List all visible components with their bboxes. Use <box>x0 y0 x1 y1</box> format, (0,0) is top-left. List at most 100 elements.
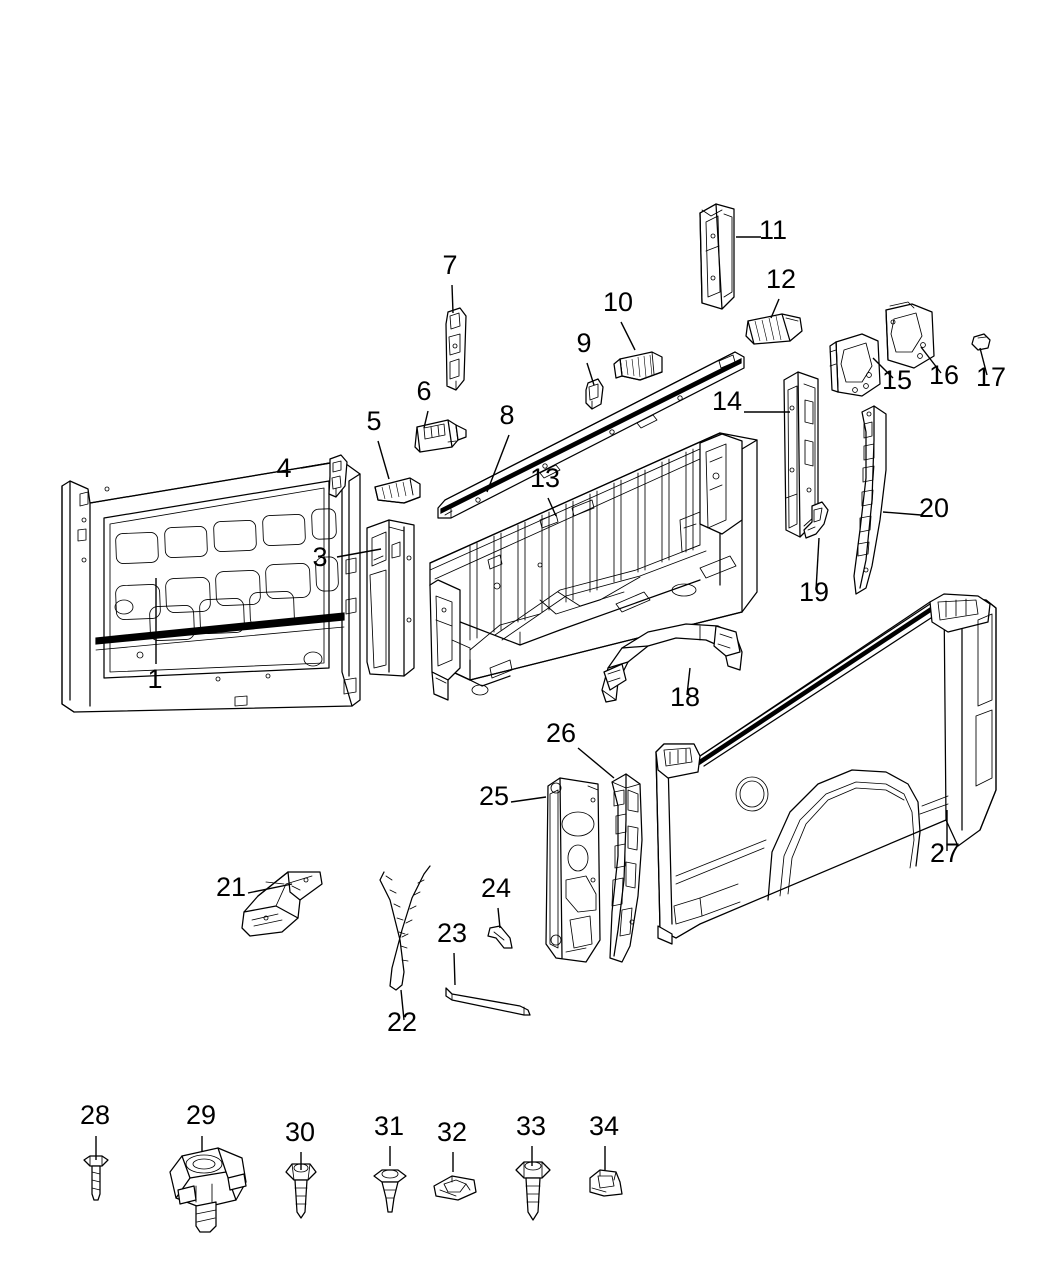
callout-number: 26 <box>546 718 576 748</box>
callout-leader-line <box>686 667 691 696</box>
callout-number: 11 <box>759 215 787 245</box>
callout-number: 29 <box>186 1100 216 1130</box>
callout-number: 18 <box>670 682 700 712</box>
callout-number: 17 <box>976 362 1006 392</box>
callout-leader-line <box>451 284 454 314</box>
callout-24: 24 <box>481 873 511 929</box>
part-upper-side-rail <box>437 351 745 519</box>
callout-leader-line <box>586 362 595 386</box>
part-tie-down-bracket <box>241 871 323 937</box>
callout-15: 15 <box>872 357 912 395</box>
callout-number: 28 <box>80 1100 110 1130</box>
callout-7: 7 <box>442 250 458 314</box>
callout-number: 30 <box>285 1117 315 1147</box>
part-inner-wheelhouse-panel <box>545 777 601 963</box>
callout-18: 18 <box>670 667 700 712</box>
callout-22: 22 <box>387 989 417 1037</box>
callout-leader-line <box>547 497 557 517</box>
part-small-angle-bracket <box>803 501 829 539</box>
callout-leader-line <box>486 434 510 493</box>
callout-26: 26 <box>546 718 615 779</box>
part-straight-rod <box>445 987 531 1016</box>
part-wheelhouse-bracket-inner <box>829 333 881 397</box>
callout-leader-line <box>377 440 390 480</box>
part-latch-striker-housing <box>414 419 467 453</box>
part-hinge-bracket-tall <box>445 307 467 391</box>
callout-19: 19 <box>799 537 829 607</box>
callout-number: 6 <box>416 376 431 406</box>
part-v-shaped-rod <box>379 865 431 991</box>
part-rear-inner-rail <box>609 773 643 963</box>
callout-number: 27 <box>930 838 960 868</box>
callout-13: 13 <box>530 463 560 517</box>
callout-number: 10 <box>603 287 633 317</box>
callout-number: 22 <box>387 1007 417 1037</box>
callout-number: 14 <box>712 386 742 416</box>
part-bedside-outer-panel <box>655 593 997 945</box>
callout-1: 1 <box>147 578 163 694</box>
callout-leader-line <box>882 511 922 516</box>
callout-6: 6 <box>416 376 432 429</box>
callout-leader-line <box>497 907 501 929</box>
callout-number: 21 <box>216 872 246 902</box>
part-ribbed-pad-small <box>374 477 421 504</box>
callout-27: 27 <box>930 810 960 868</box>
callout-number: 5 <box>366 406 381 436</box>
callout-25: 25 <box>479 781 547 811</box>
callout-21: 21 <box>216 872 293 902</box>
callout-leader-line <box>423 410 429 429</box>
callout-number: 33 <box>516 1111 546 1141</box>
callout-leader-line <box>620 321 636 351</box>
callout-number: 34 <box>589 1111 619 1141</box>
callout-leader-line <box>510 796 547 803</box>
part-flange-bolt-small <box>83 1155 109 1201</box>
part-vertical-corner-post <box>699 203 735 310</box>
part-flange-bolt-medium <box>285 1163 317 1219</box>
callout-20: 20 <box>882 493 949 523</box>
callout-number: 13 <box>530 463 560 493</box>
callout-number: 1 <box>147 664 162 694</box>
part-wheel-arch-brace <box>601 623 743 703</box>
callout-28: 28 <box>80 1100 110 1160</box>
callout-leader-line <box>400 989 405 1021</box>
callout-number: 32 <box>437 1117 467 1147</box>
callout-leader-line <box>453 952 456 986</box>
callout-leader-line <box>336 548 382 558</box>
part-push-pin-rivet <box>373 1169 407 1213</box>
callout-10: 10 <box>603 287 636 351</box>
callout-number: 24 <box>481 873 511 903</box>
callout-leader-line <box>815 537 820 591</box>
part-curved-clip <box>487 925 513 949</box>
callout-29: 29 <box>186 1100 216 1152</box>
callout-number: 16 <box>929 360 959 390</box>
callout-12: 12 <box>766 264 796 319</box>
callout-number: 3 <box>312 542 327 572</box>
callout-leader-line <box>872 357 894 379</box>
callout-leader-line <box>247 883 293 894</box>
part-ribbed-pad-large <box>613 351 663 381</box>
part-flange-bolt-large <box>515 1161 551 1221</box>
part-cage-nut-clip <box>433 1175 477 1201</box>
part-front-bed-panel <box>61 460 361 713</box>
callout-34: 34 <box>589 1111 619 1170</box>
callout-number: 7 <box>442 250 457 280</box>
callout-32: 32 <box>437 1117 467 1172</box>
callout-number: 23 <box>437 918 467 948</box>
callout-14: 14 <box>712 386 790 416</box>
callout-leader-line <box>979 347 988 376</box>
part-wheelhouse-bracket-outer <box>885 301 935 369</box>
part-rear-outer-rail <box>853 405 887 595</box>
callout-number: 20 <box>919 493 949 523</box>
callout-number: 9 <box>576 328 591 358</box>
callout-33: 33 <box>516 1111 546 1166</box>
callout-31: 31 <box>374 1111 404 1166</box>
callout-leader-line <box>770 298 780 319</box>
callout-number: 12 <box>766 264 796 294</box>
callout-9: 9 <box>576 328 595 386</box>
callout-leader-line <box>920 346 942 374</box>
part-small-bracket-clip <box>328 454 348 498</box>
callout-8: 8 <box>486 400 515 493</box>
callout-5: 5 <box>366 406 390 480</box>
callout-number: 31 <box>374 1111 404 1141</box>
